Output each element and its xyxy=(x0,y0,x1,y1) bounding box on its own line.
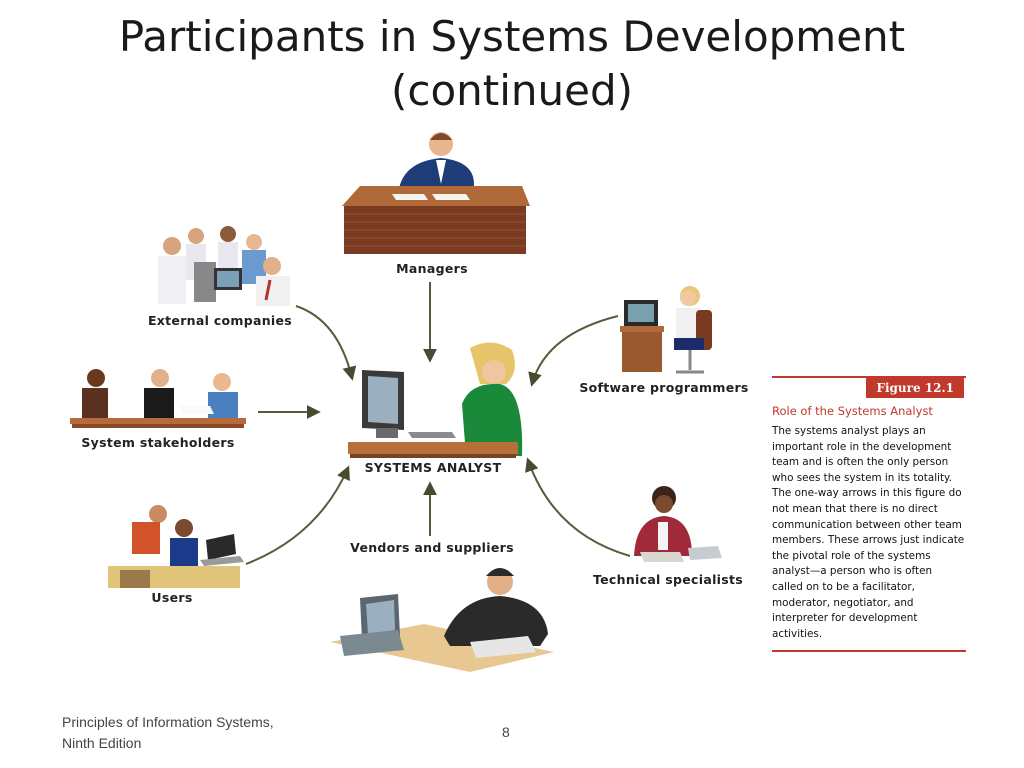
caption-title: Role of the Systems Analyst xyxy=(772,404,933,418)
arrow-users xyxy=(245,465,350,565)
label-vendors-suppliers: Vendors and suppliers xyxy=(350,540,514,555)
arrow-external-companies xyxy=(295,305,357,381)
slide-title: Participants in Systems Development (con… xyxy=(118,12,906,115)
managers-illustration xyxy=(342,132,530,254)
arrow-technical-specialists xyxy=(525,457,631,557)
caption-bottom-rule xyxy=(772,650,966,653)
vendors-suppliers-illustration xyxy=(330,568,554,672)
figure-number-badge: Figure 12.1 xyxy=(866,378,964,398)
caption-top-rule xyxy=(772,376,966,378)
users-illustration xyxy=(108,505,244,588)
arrows xyxy=(245,282,631,565)
system-stakeholders-illustration xyxy=(70,369,246,428)
page-number: 8 xyxy=(502,724,510,740)
label-software-programmers: Software programmers xyxy=(579,380,748,395)
technical-specialists-illustration xyxy=(634,486,722,562)
software-programmers-illustration xyxy=(620,286,712,374)
label-systems-analyst: SYSTEMS ANALYST xyxy=(365,460,502,475)
label-system-stakeholders: System stakeholders xyxy=(81,435,234,450)
label-technical-specialists: Technical specialists xyxy=(593,572,743,587)
figure-caption: Figure 12.1 Role of the Systems Analyst … xyxy=(772,376,966,653)
arrow-software-programmers xyxy=(528,315,619,387)
label-users: Users xyxy=(151,590,192,605)
label-external-companies: External companies xyxy=(148,313,292,328)
caption-body: The systems analyst plays an important r… xyxy=(772,425,965,640)
footer-text: Principles of Information Systems, Ninth… xyxy=(62,714,274,751)
label-managers: Managers xyxy=(396,261,468,276)
systems-analyst-illustration xyxy=(348,342,523,458)
external-companies-illustration xyxy=(158,226,290,306)
